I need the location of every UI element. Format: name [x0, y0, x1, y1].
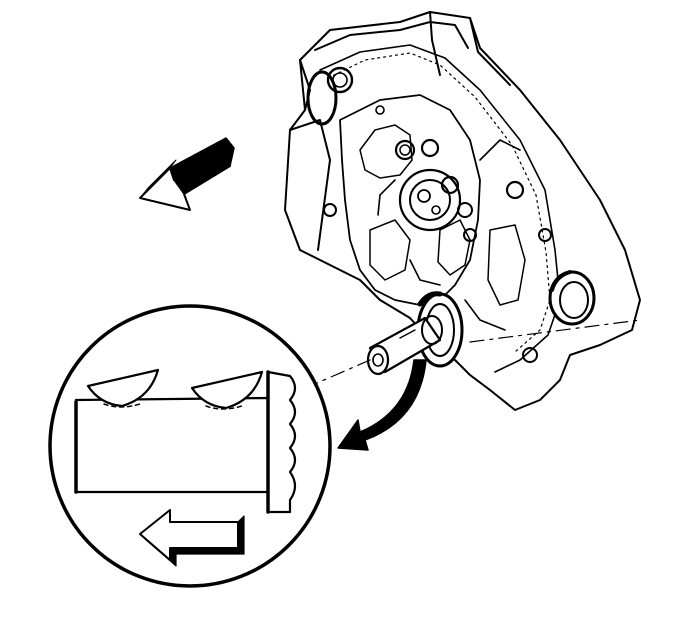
detail-tool-profile	[74, 368, 297, 514]
detail-arrow-left-icon	[139, 509, 245, 567]
curved-callout-arrow	[337, 359, 427, 451]
engine-front-cover	[284, 11, 641, 411]
arrow-left-icon	[139, 137, 235, 211]
centerline	[277, 359, 371, 401]
key-alignment-driver-tool	[366, 315, 443, 376]
